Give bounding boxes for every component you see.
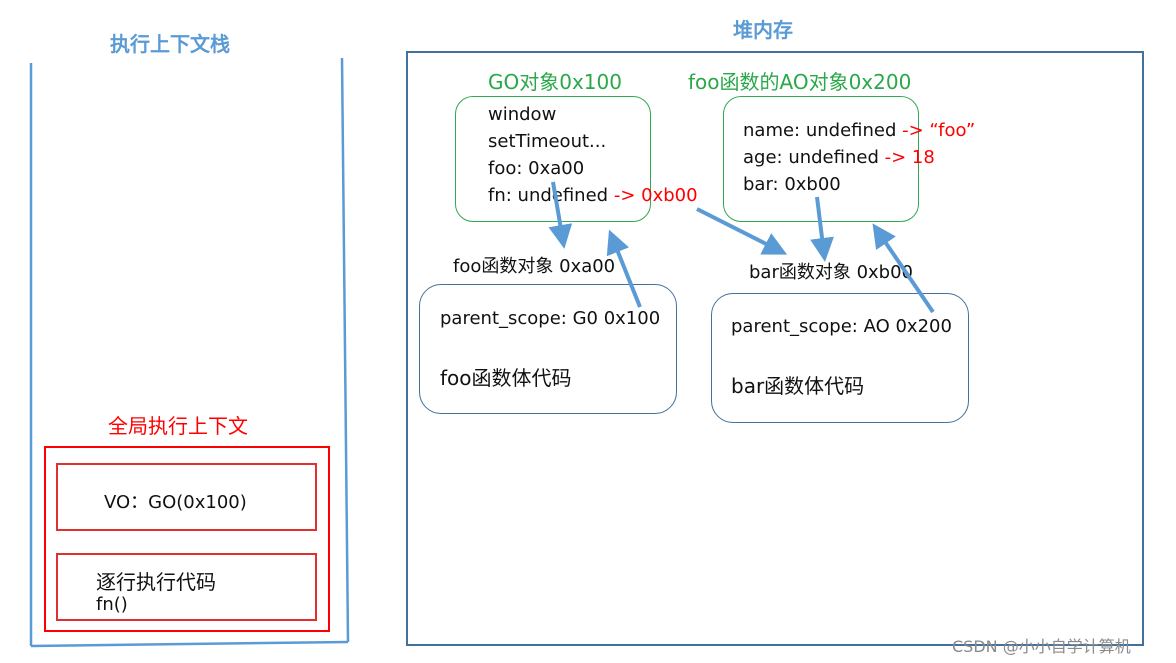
foo-function-code: foo函数体代码 bbox=[440, 366, 572, 390]
bar-function-box bbox=[711, 293, 969, 423]
bar-function-label: bar函数对象 0xb00 bbox=[749, 262, 914, 283]
arrow-bar-ref bbox=[810, 196, 834, 262]
ao-line-age-new-value: -> 18 bbox=[884, 147, 935, 168]
heap-title: 堆内存 bbox=[733, 18, 793, 42]
heap-frame bbox=[406, 51, 1144, 646]
go-line-foo: foo: 0xa00 bbox=[488, 159, 584, 179]
foo-function-box bbox=[419, 284, 677, 414]
stack-title: 执行上下文栈 bbox=[110, 32, 230, 56]
ao-object-title: foo函数的AO对象0x200 bbox=[688, 70, 912, 94]
ao-line-text: age: undefined bbox=[743, 147, 885, 168]
bar-parent-scope: parent_scope: AO 0x200 bbox=[731, 316, 952, 337]
ao-line-bar: bar: 0xb00 bbox=[743, 175, 841, 195]
go-line-settimeout: setTimeout... bbox=[488, 132, 606, 152]
go-line-text: setTimeout... bbox=[488, 131, 607, 152]
ao-line-text: name: undefined bbox=[743, 120, 903, 141]
go-object-box bbox=[455, 96, 651, 222]
ao-line-name: name: undefined -> “foo” bbox=[743, 121, 975, 141]
exec-line-1: 逐行执行代码 bbox=[96, 570, 216, 594]
go-line-fn-new-value: -> 0xb00 bbox=[613, 185, 698, 206]
watermark: CSDN @小小自学计算机 bbox=[952, 637, 1131, 656]
arrow-foo-ref bbox=[548, 181, 573, 249]
ao-line-age: age: undefined -> 18 bbox=[743, 148, 935, 168]
arrow-fn-ref bbox=[696, 207, 788, 255]
foo-function-label: foo函数对象 0xa00 bbox=[453, 256, 616, 277]
go-line-text: fn: undefined bbox=[488, 185, 614, 206]
arrow-foo-parent-scope bbox=[606, 229, 642, 308]
global-context-title: 全局执行上下文 bbox=[108, 414, 248, 438]
go-line-text: foo: 0xa00 bbox=[488, 158, 585, 179]
exec-line-2: fn() bbox=[96, 594, 128, 615]
arrow-bar-parent-scope bbox=[872, 223, 935, 314]
go-line-window: window bbox=[488, 105, 556, 125]
go-line-fn: fn: undefined -> 0xb00 bbox=[488, 186, 698, 206]
vo-box bbox=[56, 463, 317, 531]
global-context-box bbox=[44, 446, 330, 632]
ao-line-text: bar: 0xb00 bbox=[743, 174, 841, 195]
go-line-text: window bbox=[488, 104, 557, 125]
ao-line-name-new-value: -> “foo” bbox=[902, 120, 976, 141]
exec-box bbox=[56, 553, 317, 621]
go-object-title: GO对象0x100 bbox=[488, 70, 622, 94]
vo-text: VO：GO(0x100) bbox=[104, 492, 247, 513]
bar-function-code: bar函数体代码 bbox=[731, 374, 865, 398]
foo-parent-scope: parent_scope: G0 0x100 bbox=[440, 308, 661, 329]
